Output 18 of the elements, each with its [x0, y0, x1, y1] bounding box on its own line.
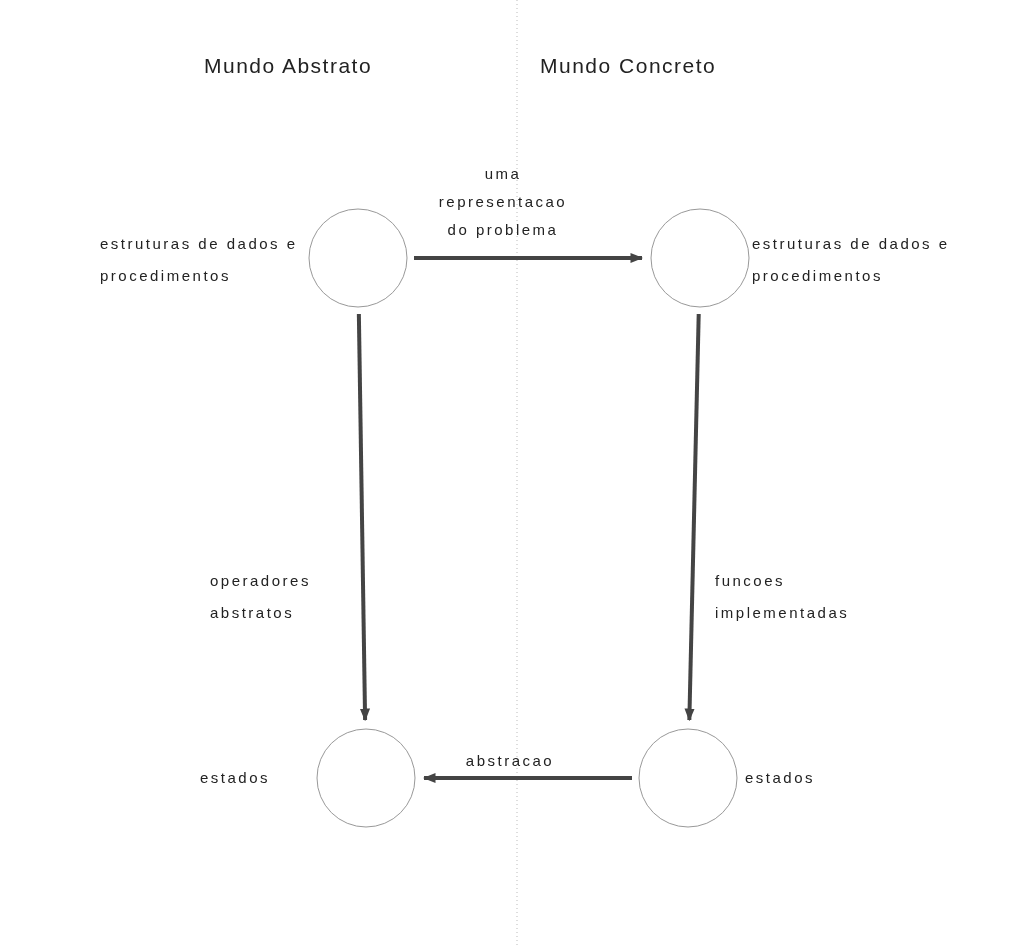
arrow: [422, 772, 632, 784]
arrow: [356, 313, 371, 722]
node-caption: estados: [745, 768, 817, 788]
arrow: [684, 313, 701, 722]
node-caption: estados: [200, 768, 272, 788]
heading-label: Mundo Concreto: [540, 53, 718, 79]
heading-label: Mundo Abstrato: [204, 53, 374, 79]
arrow: [414, 252, 644, 264]
node-caption: estruturas de dados e procedimentos: [100, 234, 299, 286]
circle-shape: [316, 728, 416, 828]
edge-label: uma representacao do problema: [437, 164, 569, 240]
circle-shape: [638, 728, 738, 828]
edge-label: operadores abstratos: [210, 571, 312, 623]
circle-shape: [650, 208, 750, 308]
edge-label: funcoes implementadas: [715, 571, 851, 623]
circle-shape: [308, 208, 408, 308]
edge-label: abstracao: [464, 751, 556, 771]
node-caption: estruturas de dados e procedimentos: [752, 234, 951, 286]
